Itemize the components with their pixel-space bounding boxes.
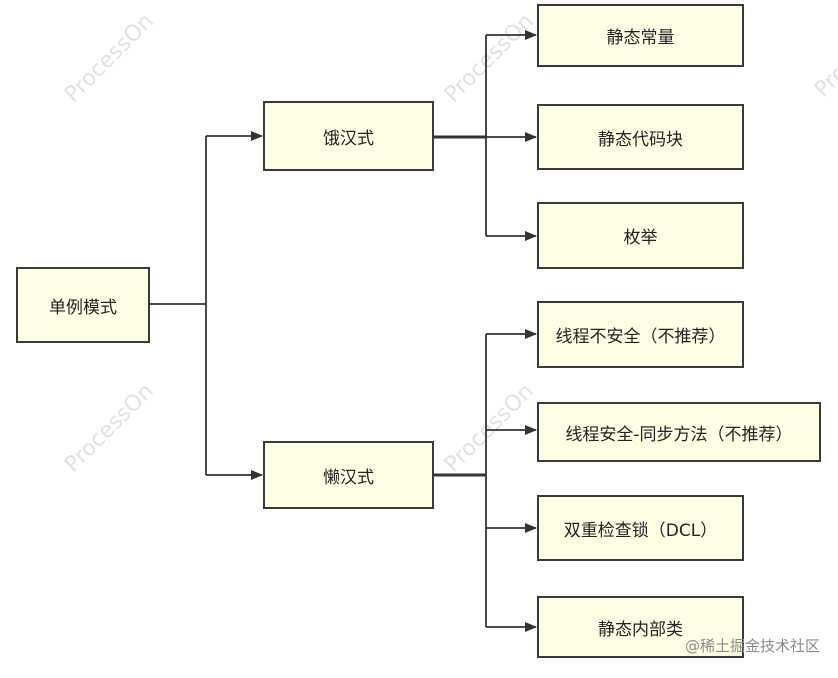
branch-node-eager[interactable]: 饿汉式 xyxy=(263,101,434,171)
leaf-node-label: 双重检查锁（DCL） xyxy=(563,520,718,541)
leaf-node-thread-unsafe[interactable]: 线程不安全（不推荐） xyxy=(537,301,744,368)
root-node-label: 单例模式 xyxy=(49,297,117,318)
branch-node-label: 饿汉式 xyxy=(323,128,374,149)
leaf-node-label: 静态代码块 xyxy=(598,129,683,150)
leaf-node-static-inner-class[interactable]: 静态内部类 xyxy=(537,596,744,658)
leaf-node-label: 枚举 xyxy=(623,228,658,248)
branch-node-lazy[interactable]: 懒汉式 xyxy=(263,441,434,509)
leaf-node-double-checked-locking[interactable]: 双重检查锁（DCL） xyxy=(537,495,744,561)
leaf-node-synchronized-method[interactable]: 线程安全-同步方法（不推荐） xyxy=(537,402,821,462)
leaf-node-static-constant[interactable]: 静态常量 xyxy=(537,4,744,67)
leaf-node-label: 静态常量 xyxy=(606,28,675,48)
source-watermark: @稀土掘金技术社区 xyxy=(684,637,820,655)
root-node-singleton[interactable]: 单例模式 xyxy=(16,267,150,343)
leaf-node-label: 线程不安全（不推荐） xyxy=(555,327,726,347)
leaf-node-label: 线程安全-同步方法（不推荐） xyxy=(565,424,793,445)
branch-node-label: 懒汉式 xyxy=(323,467,374,488)
leaf-node-label: 静态内部类 xyxy=(598,619,683,640)
leaf-node-enum[interactable]: 枚举 xyxy=(537,202,744,269)
leaf-node-static-block[interactable]: 静态代码块 xyxy=(537,104,744,170)
